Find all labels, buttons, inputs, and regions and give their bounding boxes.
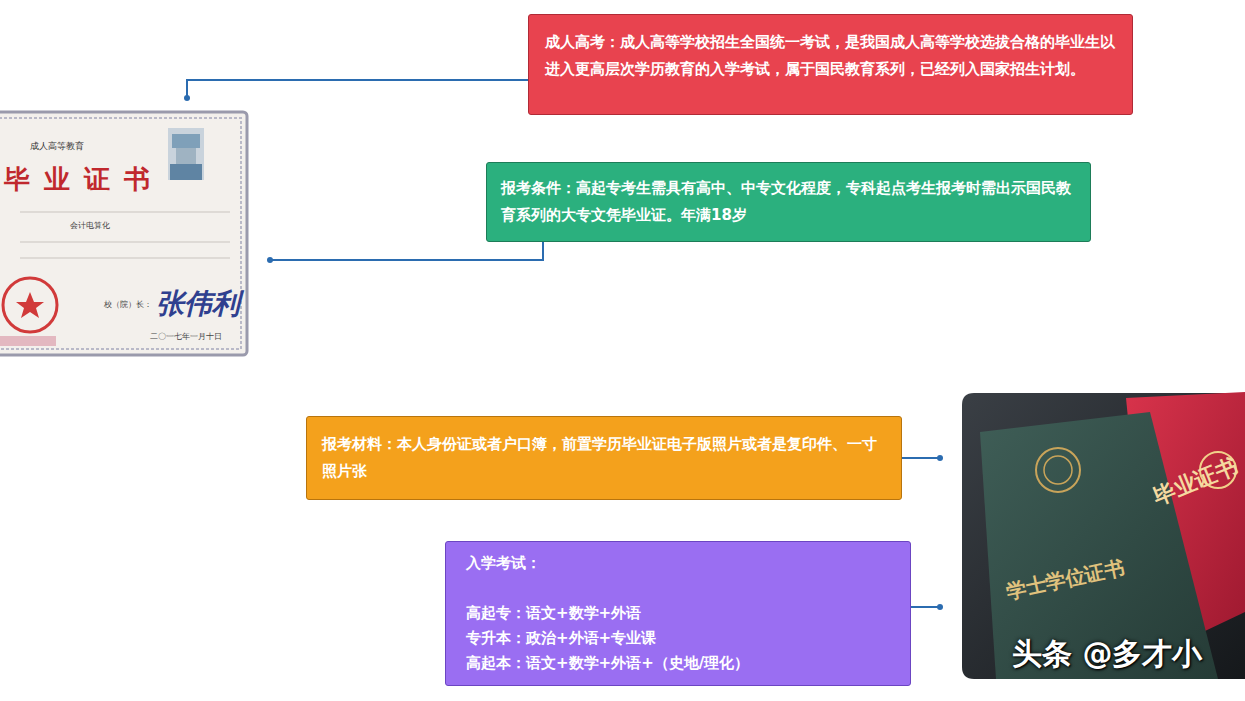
leader-dot [267,257,273,263]
leader-dot [937,455,943,461]
certificate-text: 二〇一七年一月十日 [150,332,222,342]
certificate-title: 毕业证书 [4,164,164,195]
leader-line [187,80,528,97]
text-box: 报考材料：本人身份证或者户口簿，前置学历毕业证电子版照片或者是复印件、一寸照片张 [306,416,902,500]
box-text: 报考材料：本人身份证或者户口簿，前置学历毕业证电子版照片或者是复印件、一寸照片张 [322,431,886,485]
leader-dot [184,95,190,101]
leader-line [902,457,940,459]
leader-lines [187,80,940,607]
certificate-picture [0,112,247,355]
diploma-photo [962,392,1245,679]
box-text: 高起专：语文+数学+外语 [466,601,890,626]
box-text: 高起本：语文+数学+外语+（史地/理化） [466,651,890,676]
certificate-text: 会计电算化 [70,221,110,231]
box-heading: 入学考试： [466,551,890,576]
box-text: 成人高考：成人高等学校招生全国统一考试，是我国成人高等学校选拔合格的毕业生以进入… [545,29,1116,83]
text-box: 成人高考：成人高等学校招生全国统一考试，是我国成人高等学校选拔合格的毕业生以进入… [528,14,1133,115]
certificate-text: 成人高等教育 [30,141,84,152]
leader-line [911,606,940,608]
text-box: 报考条件：高起专考生需具有高中、中专文化程度，专科起点考生报考时需出示国民教育系… [486,162,1091,242]
watermark: 头条 @多才小 [1012,636,1202,672]
leader-dot [937,604,943,610]
box-text: 报考条件：高起专考生需具有高中、中专文化程度，专科起点考生报考时需出示国民教育系… [501,175,1076,229]
text-box: 入学考试： 高起专：语文+数学+外语专升本：政治+外语+专业课高起本：语文+数学+… [445,541,911,686]
certificate-text: 校（院）长： [104,300,152,310]
leader-line [270,242,543,260]
box-text: 专升本：政治+外语+专业课 [466,626,890,651]
signature: 张伟利 [156,287,240,321]
